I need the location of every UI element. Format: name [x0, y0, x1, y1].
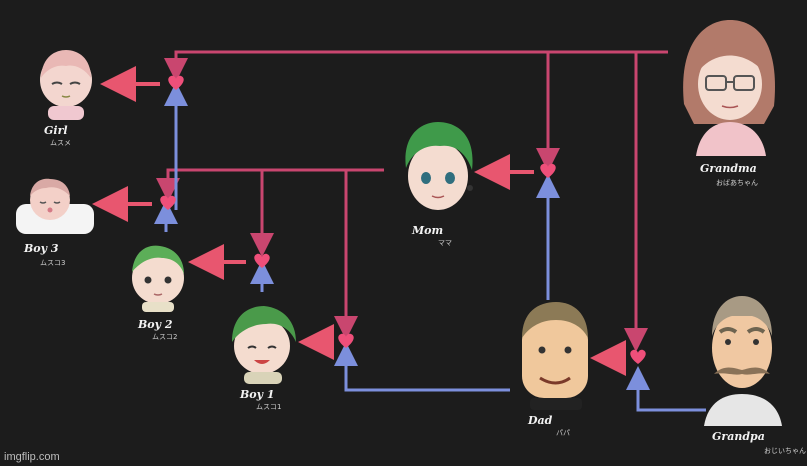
boy2-sublabel: ムスコ2 [152, 333, 178, 341]
output-arrows [92, 66, 626, 376]
heart-icon [168, 75, 184, 90]
boy1-sublabel: ムスコ1 [256, 403, 282, 411]
union-hearts [160, 75, 646, 364]
grandpa-sublabel: おじいちゃん [764, 447, 806, 455]
boy1-portrait [232, 306, 296, 384]
watermark: imgflip.com [4, 451, 60, 463]
girl-portrait [40, 50, 92, 120]
boy1-label: Boy 1 [240, 388, 275, 401]
heart-icon [630, 349, 646, 364]
grandma-portrait [683, 20, 775, 156]
heart-icon [540, 163, 556, 178]
mom-sublabel: ママ [438, 239, 452, 247]
girl-sublabel: ムスメ [50, 139, 71, 147]
grandma-lines [164, 50, 668, 352]
dad-sublabel: パパ [556, 429, 570, 437]
grandma-label: Grandma [700, 162, 757, 175]
dad-portrait [522, 302, 588, 410]
boy2-label: Boy 2 [138, 318, 173, 331]
heart-icon [254, 253, 270, 268]
girl-label: Girl [44, 124, 68, 137]
mom-label: Mom [412, 224, 444, 237]
heart-icon [160, 195, 176, 210]
boy3-sublabel: ムスコ3 [40, 259, 66, 267]
blue-lines [154, 82, 706, 412]
mom-lines [156, 168, 384, 340]
heart-icon [338, 333, 354, 348]
grandma-sublabel: おばあちゃん [716, 179, 758, 187]
dad-label: Dad [528, 414, 553, 427]
mom-portrait [405, 122, 473, 210]
boy2-portrait [132, 245, 184, 312]
grandpa-portrait [704, 296, 782, 426]
boy3-portrait [16, 178, 94, 234]
boy3-label: Boy 3 [24, 242, 59, 255]
grandpa-label: Grandpa [712, 430, 765, 443]
